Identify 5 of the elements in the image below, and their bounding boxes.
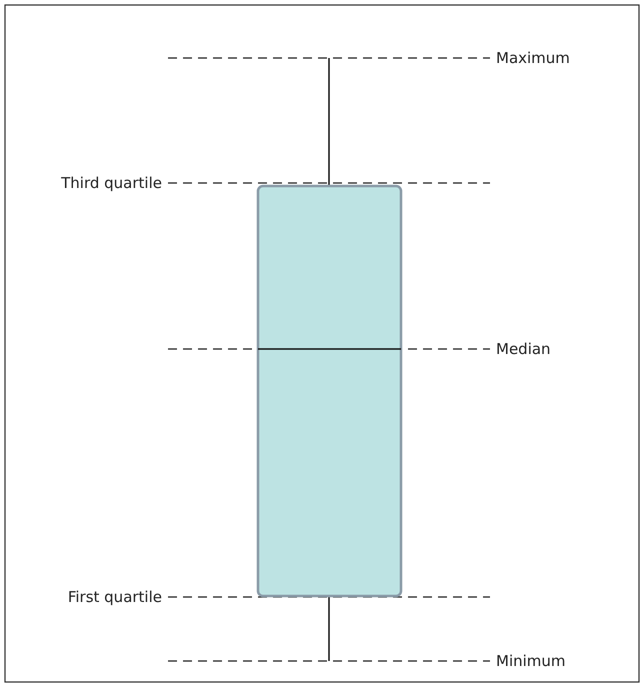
level-label: Minimum [496, 652, 566, 670]
level-label: Third quartile [61, 174, 162, 192]
level-label: Maximum [496, 49, 570, 67]
level-label: First quartile [68, 588, 162, 606]
level-label: Median [496, 340, 551, 358]
